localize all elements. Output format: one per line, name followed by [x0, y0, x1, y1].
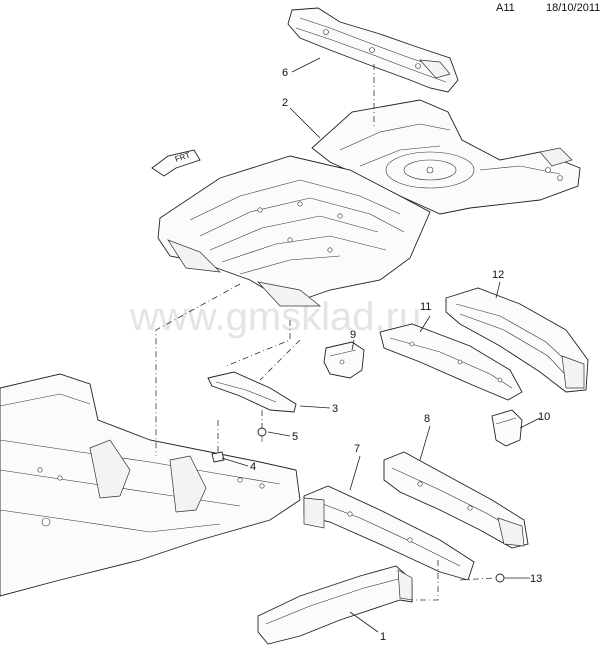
callout-3: 3: [332, 403, 338, 415]
part-9-bracket: [323, 341, 365, 379]
callout-labels: 6 2 3 5 4 9 11 12 10 8 7 13 1: [250, 67, 550, 643]
callout-5: 5: [292, 431, 298, 443]
callout-6: 6: [282, 67, 288, 79]
part-13-bolt: [495, 573, 505, 583]
callout-9: 9: [350, 329, 356, 341]
part-4-clip: [211, 451, 225, 463]
front-floor-left-section: [0, 373, 301, 597]
callout-2: 2: [282, 97, 288, 109]
part-6-rear-crossmember: [287, 7, 459, 93]
callout-4: 4: [250, 461, 256, 473]
callout-12: 12: [492, 269, 504, 281]
watermark-text: www.gmsklad.ru: [129, 295, 421, 339]
callout-11: 11: [420, 301, 431, 313]
callout-leaders: [221, 57, 541, 633]
page-code: A11: [496, 2, 515, 14]
part-10-bracket: [491, 409, 523, 447]
callout-8: 8: [424, 413, 430, 425]
part-8-rear-crossmember: [383, 451, 529, 549]
part-7-reinforcement: [303, 485, 475, 581]
callout-10: 10: [538, 411, 550, 423]
part-11-bumper-reinforcement: [379, 323, 523, 401]
part-5-bolt: [257, 427, 267, 442]
assembly-lines: [155, 64, 495, 601]
callout-1: 1: [380, 631, 386, 643]
part-3-shield: [207, 371, 297, 413]
part-12-energy-absorber: [445, 287, 589, 393]
front-arrow-icon: FRT: [151, 149, 201, 177]
callout-7: 7: [354, 443, 360, 455]
page-date: 18/10/2011: [546, 2, 600, 14]
callout-13: 13: [530, 573, 542, 585]
part-1-side-rail: [257, 565, 413, 645]
underbody-floor-assembly: [157, 155, 431, 307]
